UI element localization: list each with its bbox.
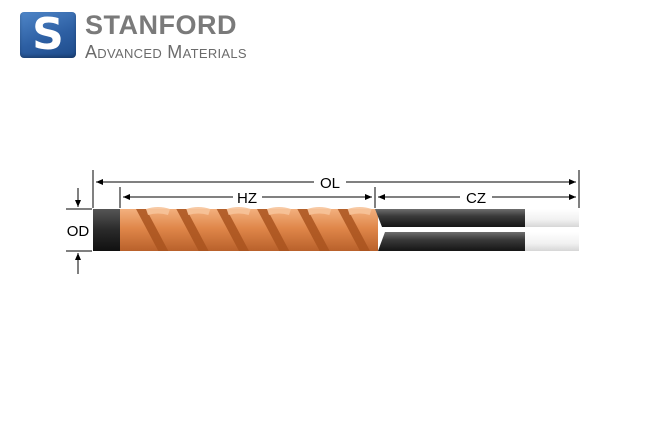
spiral-groove xyxy=(297,209,330,251)
brand-name: STANFORD xyxy=(85,10,237,40)
brand-subtitle: Advanced Materials xyxy=(85,42,247,62)
spiral-highlight xyxy=(146,207,170,215)
dimension-od: OD xyxy=(66,188,92,274)
label-hz: HZ xyxy=(237,190,257,207)
label-cz: CZ xyxy=(466,190,486,207)
company-logo: S xyxy=(20,12,76,58)
logo-letter: S xyxy=(32,9,64,60)
spiral-highlight xyxy=(307,207,332,215)
cold-zone-body xyxy=(375,209,525,251)
spiral-highlight xyxy=(267,207,291,215)
spiral-groove xyxy=(176,209,209,251)
hot-zone-body xyxy=(120,207,378,251)
spiral-groove xyxy=(257,209,290,251)
dimension-cz: CZ xyxy=(378,190,576,207)
spiral-groove xyxy=(337,209,370,251)
right-end-caps xyxy=(525,209,579,251)
label-ol: OL xyxy=(320,175,340,192)
spiral-groove xyxy=(136,209,169,251)
spiral-groove xyxy=(216,209,249,251)
spiral-highlight xyxy=(186,207,211,215)
dimension-hz: HZ xyxy=(119,187,376,208)
label-od: OD xyxy=(67,223,90,240)
spiral-highlight xyxy=(226,207,251,215)
dimension-ol: OL xyxy=(92,170,580,208)
left-end-cap xyxy=(93,209,121,251)
spiral-grooves xyxy=(136,207,372,251)
spiral-highlight xyxy=(347,207,372,215)
